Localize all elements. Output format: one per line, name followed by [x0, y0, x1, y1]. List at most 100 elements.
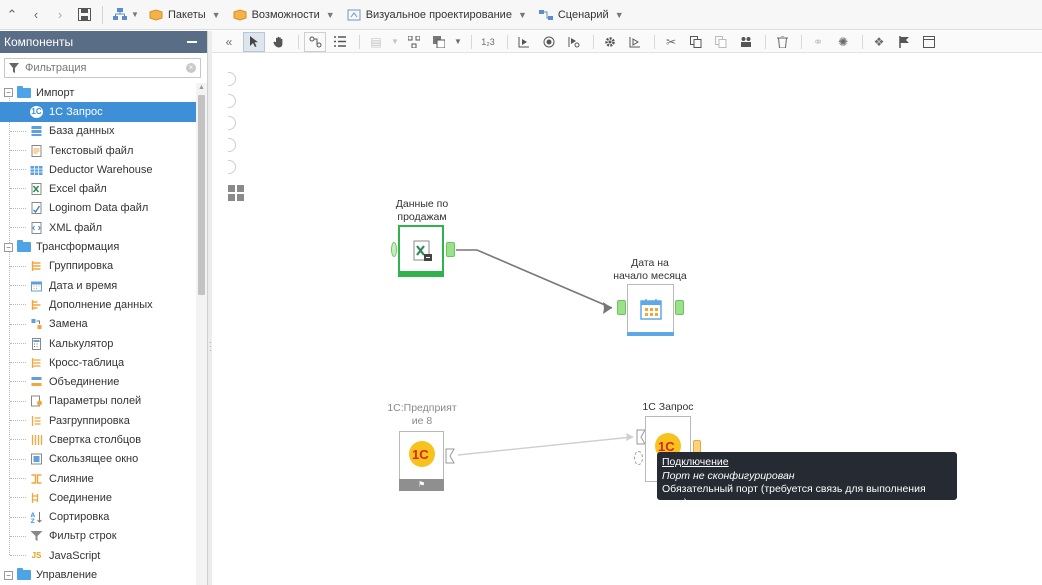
node-output-port[interactable]: [446, 242, 455, 257]
svg-text:A: A: [31, 512, 36, 519]
run-all-icon[interactable]: [563, 32, 585, 52]
grouping-icon: [31, 261, 41, 272]
node-sales-data[interactable]: [398, 225, 444, 277]
wizard-icon[interactable]: ✺: [837, 34, 849, 49]
scenario-icon: [538, 9, 553, 20]
features-icon: [233, 8, 247, 21]
tree-item-date-time[interactable]: Дата и время: [0, 276, 196, 295]
clear-icon[interactable]: ×: [186, 63, 196, 73]
run-node-icon[interactable]: [513, 32, 535, 52]
svg-text:1C: 1C: [412, 447, 429, 462]
tree-item-sliding-window[interactable]: Скользящее окно: [0, 450, 196, 469]
sliding-window-icon: [31, 453, 42, 465]
group-nodes-icon[interactable]: [403, 32, 425, 52]
tree-scrollbar[interactable]: ▲: [196, 83, 207, 585]
tree-group-control[interactable]: − Управление: [0, 565, 196, 584]
panel-splitter[interactable]: ···: [208, 31, 212, 585]
chevron-up-icon[interactable]: ⌃: [6, 6, 18, 22]
tree-group-import[interactable]: − Импорт: [0, 83, 196, 102]
node-month-start[interactable]: [627, 284, 674, 336]
tree-item-row-filter[interactable]: Фильтр строк: [0, 527, 196, 546]
tree-item-excel-file[interactable]: Excel файл: [0, 179, 196, 198]
tree-item-grouping[interactable]: Группировка: [0, 257, 196, 276]
network-icon[interactable]: ❖: [873, 34, 885, 49]
tree-item-join[interactable]: Соединение: [0, 488, 196, 507]
tree-group-transformation[interactable]: − Трансформация: [0, 237, 196, 256]
chevron-down-icon[interactable]: ▼: [391, 37, 399, 46]
collapse-toggle-icon[interactable]: −: [4, 242, 13, 252]
grid-icon[interactable]: [228, 185, 244, 201]
menu-packages[interactable]: Пакеты▼: [143, 0, 227, 30]
node-output-port[interactable]: [445, 448, 455, 464]
back-icon[interactable]: ‹: [33, 7, 39, 22]
layers-icon[interactable]: [428, 32, 450, 52]
tree-item-xml-file[interactable]: XML файл: [0, 218, 196, 237]
tree-item-1c-query[interactable]: 1C 1С Запрос: [0, 102, 196, 122]
copy-icon[interactable]: [685, 32, 707, 52]
users-icon[interactable]: [735, 32, 757, 52]
merge-icon: [31, 473, 42, 484]
replace-icon: [31, 319, 42, 330]
workflow-canvas[interactable]: Данные по продажам Дата на начало месяца…: [212, 54, 1042, 585]
collapse-panel-icon[interactable]: «: [225, 34, 233, 49]
tree-item-database[interactable]: База данных: [0, 122, 196, 141]
flag-icon[interactable]: [893, 32, 915, 52]
delete-icon[interactable]: [771, 32, 793, 52]
paste-icon[interactable]: [710, 32, 732, 52]
cut-icon[interactable]: ✂: [665, 34, 677, 49]
filter-placeholder: Фильтрация: [25, 62, 87, 74]
configure-icon[interactable]: [624, 32, 646, 52]
tree-item-merge[interactable]: Слияние: [0, 469, 196, 488]
menu-visual-design[interactable]: Визуальное проектирование▼: [341, 0, 533, 30]
folder-icon: [17, 240, 31, 253]
window-icon[interactable]: [918, 32, 940, 52]
collapse-toggle-icon[interactable]: −: [4, 88, 13, 98]
chevron-down-icon[interactable]: ▼: [454, 37, 462, 46]
tree-item-union[interactable]: Объединение: [0, 372, 196, 391]
connection-arrow-query: [626, 433, 634, 441]
chevron-down-icon: ▼: [614, 9, 624, 20]
filter-input[interactable]: Фильтрация ×: [4, 58, 201, 78]
tree-item-text-file[interactable]: Текстовый файл: [0, 141, 196, 160]
forward-icon[interactable]: ›: [57, 7, 63, 22]
tree-item-replace[interactable]: Замена: [0, 315, 196, 334]
collapse-icon[interactable]: [187, 41, 197, 43]
tree-item-calculator[interactable]: Калькулятор: [0, 334, 196, 353]
tree-item-columns-fold[interactable]: Свертка столбцов: [0, 430, 196, 449]
align-icon[interactable]: ▤: [370, 34, 382, 49]
hand-icon[interactable]: [268, 32, 290, 52]
list-view-icon[interactable]: [329, 32, 351, 52]
tree-item-loginom-data[interactable]: Loginom Data файл: [0, 199, 196, 218]
collapse-toggle-icon[interactable]: −: [4, 570, 13, 580]
node-input-port[interactable]: [391, 242, 397, 257]
node-input-port[interactable]: [617, 300, 626, 315]
node-1c-enterprise[interactable]: 1C ⚑: [399, 431, 444, 491]
tree-item-ungroup[interactable]: Разгруппировка: [0, 411, 196, 430]
node-output-port[interactable]: [675, 300, 684, 315]
node-connect-icon[interactable]: [304, 31, 326, 52]
connections-layer: [456, 249, 634, 456]
save-icon[interactable]: [72, 0, 96, 30]
tree-item-field-parameters[interactable]: Параметры полей: [0, 392, 196, 411]
funnel-icon: [9, 63, 19, 73]
link-icon[interactable]: ⚭: [812, 34, 824, 49]
connection-arrow-month: [603, 302, 612, 314]
scroll-thumb[interactable]: [198, 95, 205, 295]
tree-item-deductor-warehouse[interactable]: Deductor Warehouse: [0, 160, 196, 179]
node-control-port[interactable]: [634, 451, 643, 465]
tree-item-crosstab[interactable]: Кросс-таблица: [0, 353, 196, 372]
node-input-port[interactable]: [636, 429, 646, 445]
pointer-icon[interactable]: [243, 31, 265, 52]
sort-order-icon[interactable]: 1₂3: [481, 36, 495, 47]
database-icon: [31, 126, 42, 137]
tree-structure-icon[interactable]: ▼: [109, 0, 143, 30]
tree-item-data-append[interactable]: Дополнение данных: [0, 295, 196, 314]
menu-features[interactable]: Возможности▼: [227, 0, 341, 30]
settings-icon[interactable]: [599, 32, 621, 52]
node-label-enterprise: 1С:Предприят ие 8: [387, 402, 457, 427]
scroll-up-icon[interactable]: ▲: [198, 84, 205, 91]
menu-scenario[interactable]: Сценарий▼: [533, 0, 630, 30]
record-icon[interactable]: [538, 32, 560, 52]
